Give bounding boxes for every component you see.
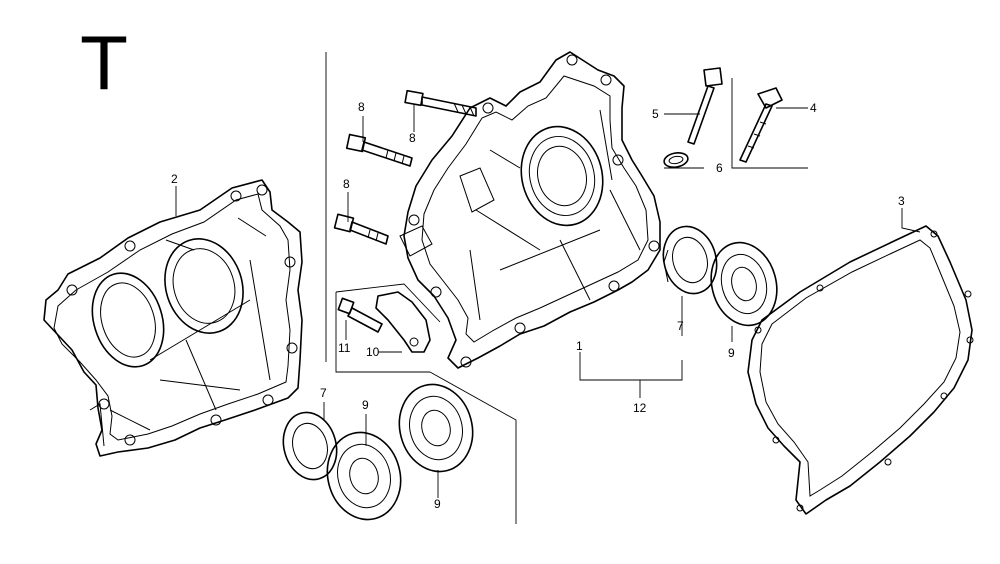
callout-4: 4 [810,101,817,115]
gasket-3 [747,225,974,515]
bolt-8-lower [333,213,389,245]
callout-5: 5 [652,107,659,121]
callout-8-upper: 8 [358,100,365,114]
crankcase-cover [399,51,661,369]
oil-dipstick-5 [687,67,723,145]
callout-12: 12 [633,401,647,415]
callout-10: 10 [366,345,380,359]
leader-lines [175,104,921,498]
o-ring-6 [663,151,689,169]
callout-9-lower-left: 9 [362,398,369,412]
oil-seal-7-right [662,225,718,295]
bearing-9-lower-right [398,383,474,473]
section-letter: T [82,22,126,106]
callout-7-right: 7 [677,319,684,333]
callout-9-right: 9 [728,346,735,360]
callout-8-lower: 8 [343,177,350,191]
callout-7-lower: 7 [320,386,327,400]
callout-3: 3 [898,194,905,208]
bolt-11 [337,297,383,333]
callout-1: 1 [576,339,583,353]
bolt-8-middle [345,133,413,167]
callout-labels: 2 3 4 5 6 8 8 8 11 10 7 9 9 1 7 9 12 [171,100,905,511]
callout-2: 2 [171,172,178,186]
callout-11: 11 [338,341,351,355]
oil-dipstick-4 [739,87,783,163]
dipstick-bracket-line [731,78,808,169]
bearing-9-right [710,241,778,327]
callout-6: 6 [716,161,723,175]
assembly-bracket [325,52,517,524]
oil-seal-7-lower [282,411,338,481]
bolt-8-top [404,89,477,117]
bracket-10 [375,291,431,353]
crankcase-left [43,179,303,457]
callout-8-middle: 8 [409,131,416,145]
callout-9-lower-right: 9 [434,497,441,511]
bearing-9-lower-left [326,431,402,521]
